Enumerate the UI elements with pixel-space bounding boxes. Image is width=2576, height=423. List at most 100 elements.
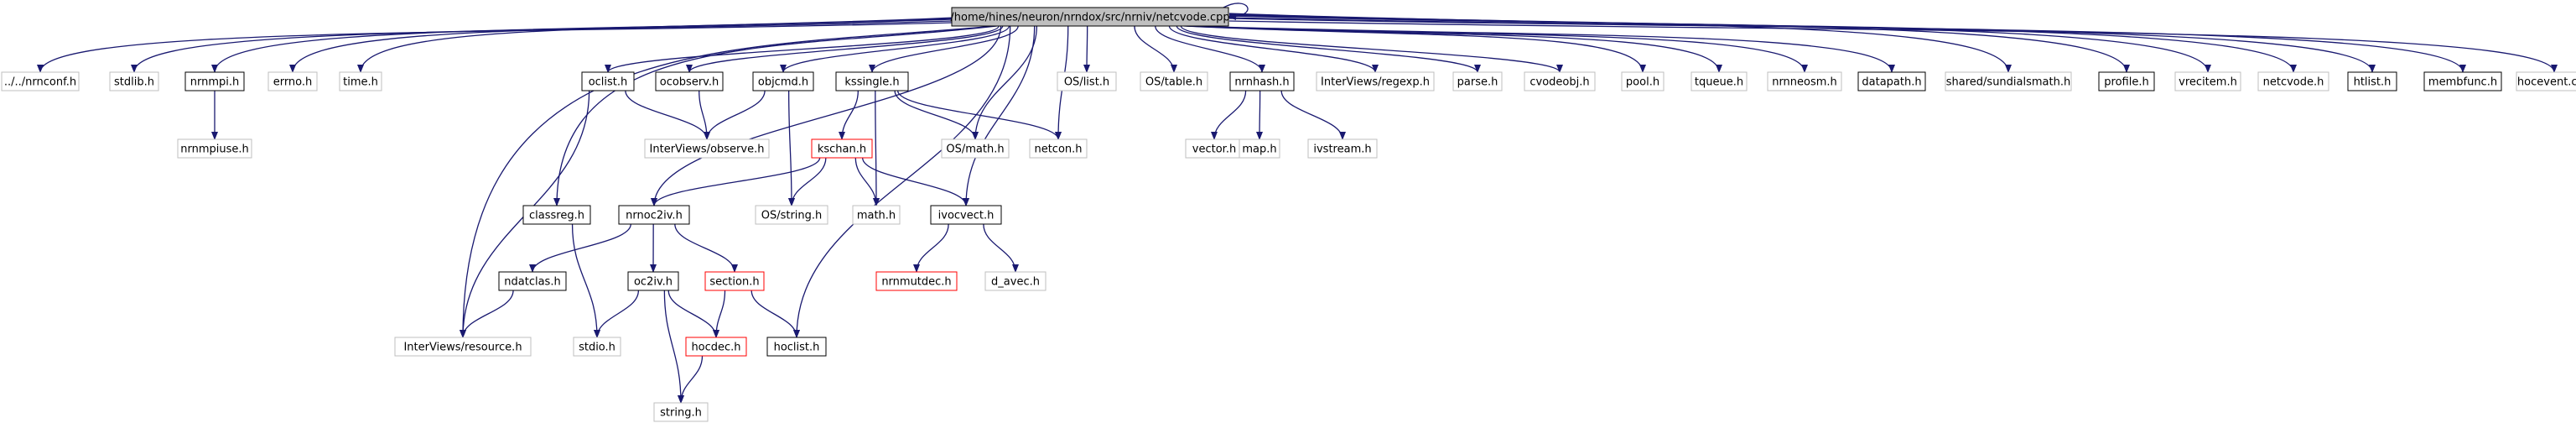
node-box-nrnmpiuse — [177, 138, 252, 159]
node-map: map.h — [1239, 138, 1280, 159]
node-box-section[interactable] — [704, 271, 765, 291]
node-label-nrnhash: nrnhash.h — [1234, 76, 1289, 89]
node-box-kschan[interactable] — [811, 138, 873, 159]
edge-oc2iv-to-string — [663, 290, 684, 404]
node-box-nrnhash[interactable] — [1229, 71, 1295, 91]
node-davec: d_avec.h — [984, 271, 1046, 291]
edge-section-to-hocdec — [713, 290, 726, 338]
edge-hocdec-to-string — [678, 355, 704, 404]
node-box-davec — [984, 271, 1046, 291]
node-box-ivocvect[interactable] — [930, 205, 1002, 225]
edge-kschan-to-ivocvect — [861, 157, 969, 206]
node-box-nrnoc2iv[interactable] — [618, 205, 690, 225]
node-box-ocobserv[interactable] — [655, 71, 724, 91]
node-profile[interactable]: profile.h — [2098, 71, 2155, 91]
node-nrnhash[interactable]: nrnhash.h — [1229, 71, 1295, 91]
node-sundials: shared/sundialsmath.h — [1945, 71, 2072, 91]
node-htlist[interactable]: htlist.h — [2347, 71, 2397, 91]
node-time: time.h — [339, 71, 382, 91]
edge-kschan-to-nrnoc2iv — [651, 157, 821, 206]
edge-kssingle-to-netcon — [896, 90, 1062, 140]
node-box-tqueue — [1690, 71, 1748, 91]
node-ostable: OS/table.h — [1140, 71, 1208, 91]
node-box-oclist[interactable] — [581, 71, 635, 91]
node-osstring: OS/string.h — [755, 205, 828, 225]
node-label-hocevent: hocevent.cpp — [2517, 76, 2576, 89]
node-osmath: OS/math.h — [941, 138, 1010, 159]
node-box-nrnmpi[interactable] — [184, 71, 245, 91]
node-box-datapath[interactable] — [1857, 71, 1926, 91]
node-label-stdio: stdio.h — [579, 342, 615, 354]
node-box-nrnmutdec[interactable] — [875, 271, 958, 291]
edge-root-to-ostable — [1134, 25, 1177, 73]
edge-root-to-tqueue — [1186, 25, 1722, 73]
node-box-htlist[interactable] — [2347, 71, 2397, 91]
node-label-hocdec: hocdec.h — [691, 342, 740, 354]
node-hoclist[interactable]: hoclist.h — [766, 337, 827, 357]
node-ndatclas[interactable]: ndatclas.h — [498, 271, 567, 291]
node-string: string.h — [653, 402, 709, 422]
node-box-pool — [1621, 71, 1665, 91]
node-box-ivstream — [1307, 138, 1378, 159]
node-box-hocdec[interactable] — [685, 337, 747, 357]
node-oclist[interactable]: oclist.h — [581, 71, 635, 91]
node-parse: parse.h — [1452, 71, 1503, 91]
node-nrnmpi[interactable]: nrnmpi.h — [184, 71, 245, 91]
node-ivocvect[interactable]: ivocvect.h — [930, 205, 1002, 225]
node-box-profile[interactable] — [2098, 71, 2155, 91]
node-oc2iv[interactable]: oc2iv.h — [627, 271, 679, 291]
node-ivstream: ivstream.h — [1307, 138, 1378, 159]
node-box-membfunc[interactable] — [2423, 71, 2502, 91]
node-nrnoc2iv[interactable]: nrnoc2iv.h — [618, 205, 690, 225]
node-box-kssingle[interactable] — [835, 71, 909, 91]
edge-root-to-nrnoc2iv — [651, 25, 1002, 206]
node-box-observe — [644, 138, 770, 159]
node-section[interactable]: section.h — [704, 271, 765, 291]
node-datapath[interactable]: datapath.h — [1857, 71, 1926, 91]
node-label-time: time.h — [343, 76, 378, 89]
node-kschan[interactable]: kschan.h — [811, 138, 873, 159]
node-label-profile: profile.h — [2104, 76, 2148, 89]
node-ocobserv[interactable]: ocobserv.h — [655, 71, 724, 91]
node-label-oclist: oclist.h — [589, 76, 628, 89]
edge-nrnoc2iv-to-ndatclas — [529, 223, 631, 273]
edge-objcmd-to-osstring — [787, 90, 795, 206]
node-hocdec[interactable]: hocdec.h — [685, 337, 747, 357]
edge-kssingle-to-osmath — [894, 90, 979, 140]
node-classreg[interactable]: classreg.h — [522, 205, 591, 225]
edge-root-to-regexp — [1168, 25, 1379, 73]
node-label-kschan: kschan.h — [818, 144, 866, 156]
node-stdio: stdio.h — [573, 337, 621, 357]
node-objcmd[interactable]: objcmd.h — [752, 71, 814, 91]
dependency-edges — [37, 3, 2558, 404]
node-math: math.h — [852, 205, 901, 225]
node-kssingle[interactable]: kssingle.h — [835, 71, 909, 91]
node-pool: pool.h — [1621, 71, 1665, 91]
edge-root-to-stdlib — [131, 20, 953, 73]
node-label-tqueue: tqueue.h — [1695, 76, 1743, 89]
node-box-ndatclas[interactable] — [498, 271, 567, 291]
node-box-oc2iv[interactable] — [627, 271, 679, 291]
node-label-nrnmpi: nrnmpi.h — [190, 76, 240, 89]
edge-section-to-hoclist — [750, 290, 800, 338]
node-box-objcmd[interactable] — [752, 71, 814, 91]
node-box-netcon — [1029, 138, 1088, 159]
edge-nrnoc2iv-to-section — [674, 223, 738, 273]
edge-root-to-ivocvect — [963, 25, 1036, 206]
node-label-cvodeobj: cvodeobj.h — [1530, 76, 1589, 89]
node-root: /home/hines/neuron/nrndox/src/nrniv/netc… — [950, 7, 1230, 27]
node-box-nrnneosm — [1767, 71, 1842, 91]
node-box-hoclist[interactable] — [766, 337, 827, 357]
node-label-nrnoc2iv: nrnoc2iv.h — [626, 210, 683, 222]
node-label-nrnconf: ../../nrnconf.h — [4, 76, 76, 89]
node-box-classreg[interactable] — [522, 205, 591, 225]
edge-ivocvect-to-davec — [983, 223, 1019, 273]
edge-root-to-pool — [1184, 25, 1646, 73]
node-membfunc[interactable]: membfunc.h — [2423, 71, 2502, 91]
node-box-netcvodeh — [2257, 71, 2329, 91]
edge-root-to-ocobserv — [686, 25, 1004, 73]
node-nrnmutdec[interactable]: nrnmutdec.h — [875, 271, 958, 291]
node-oslist: OS/list.h — [1057, 71, 1117, 91]
node-box-nrnconf — [1, 71, 80, 91]
